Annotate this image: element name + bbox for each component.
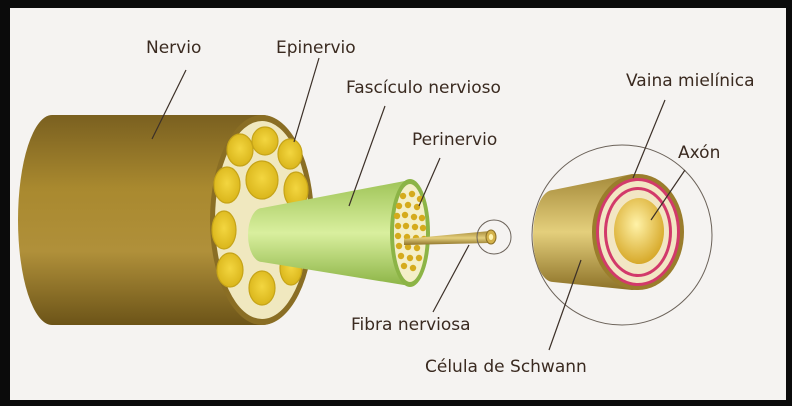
axon [614, 198, 664, 264]
label-epinervio: Epinervio [276, 38, 356, 58]
label-fibra-nerviosa: Fibra nerviosa [351, 315, 471, 335]
label-vaina-mielinica: Vaina mielínica [626, 71, 755, 91]
label-nervio: Nervio [146, 38, 201, 58]
label-perinervio: Perinervio [412, 130, 497, 150]
label-axon: Axón [678, 143, 720, 163]
label-celula-de-schwann: Célula de Schwann [425, 357, 587, 377]
label-fasciculo-nervioso: Fascículo nervioso [346, 78, 501, 98]
